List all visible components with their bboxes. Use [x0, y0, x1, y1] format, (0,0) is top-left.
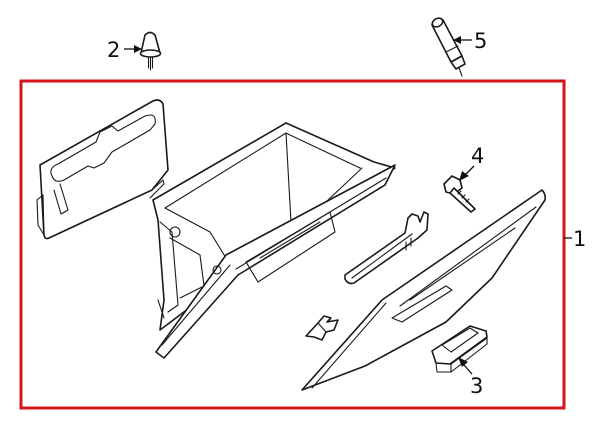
glove-box-bin: [152, 122, 396, 359]
callout-5: 5: [453, 29, 487, 53]
bumper-stop-part: [139, 31, 162, 71]
check-strap: [344, 211, 429, 285]
callout-label-2: 2: [107, 38, 120, 62]
callout-4: 4: [459, 144, 484, 181]
glove-box-door-panel: [301, 189, 546, 391]
callout-label-5: 5: [474, 29, 487, 53]
callout-1: 1: [564, 227, 586, 251]
callout-label-1: 1: [573, 227, 586, 251]
callout-2: 2: [107, 38, 142, 62]
damper-part: [431, 17, 466, 77]
door-liner-panel: [36, 99, 169, 240]
latch-part: [431, 325, 488, 373]
callout-label-4: 4: [471, 144, 484, 168]
bolt-part: [443, 175, 476, 213]
hinge-clip: [305, 315, 339, 341]
callout-label-3: 3: [470, 374, 483, 398]
assembly-boundary-box: [19, 79, 566, 410]
callout-3: 3: [458, 357, 483, 398]
